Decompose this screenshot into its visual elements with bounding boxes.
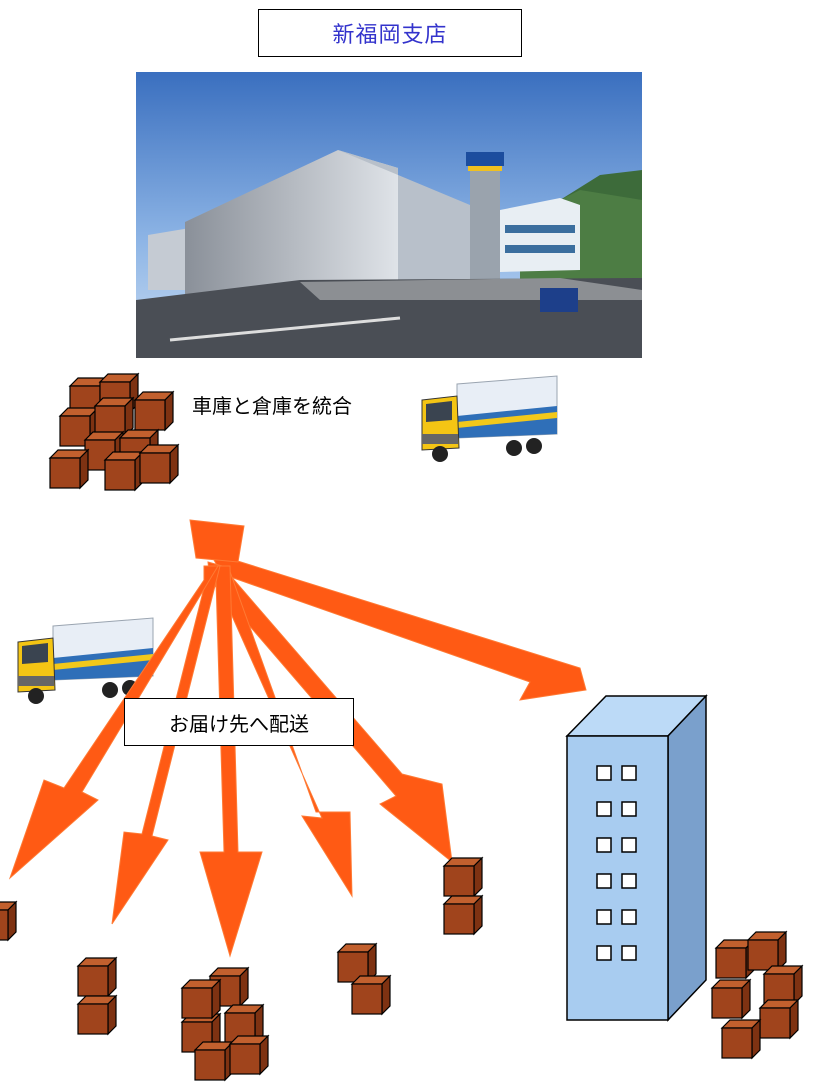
branch-title: 新福岡支店 [332,23,448,48]
office-building-icon [565,694,708,1022]
arrow-icon [213,565,353,898]
arrow-icon [199,565,263,958]
arrow-icon [8,565,219,880]
truck-icon [421,375,558,463]
delivery-caption-box: お届け先へ配送 [124,698,354,746]
integration-caption: 車庫と倉庫を統合 [192,394,352,418]
warehouse-photo [136,72,642,358]
cargo-box-pile [49,373,179,491]
arrow-icon [213,557,587,701]
branch-title-box: 新福岡支店 [258,9,522,57]
delivery-caption: お届け先へ配送 [169,711,309,736]
arrow-icon [189,519,245,563]
